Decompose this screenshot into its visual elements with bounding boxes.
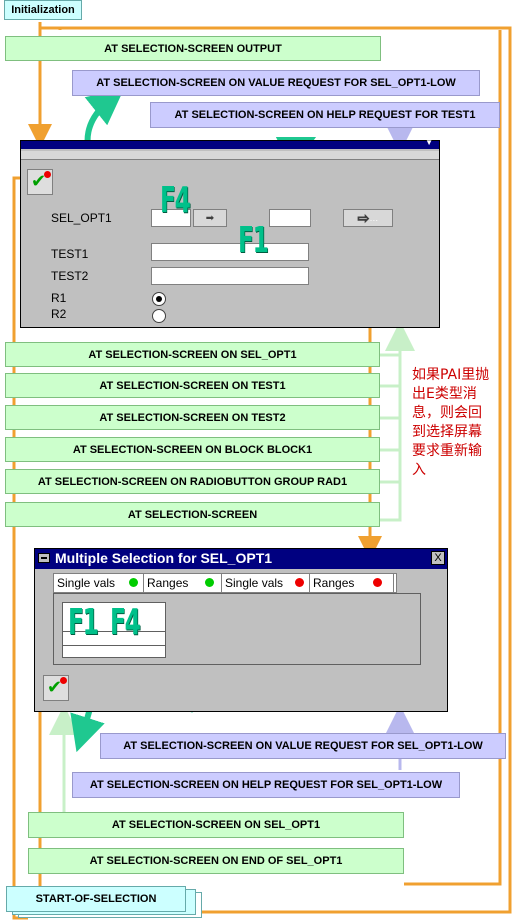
- ms-on-end-box: AT SELECTION-SCREEN ON END OF SEL_OPT1: [28, 848, 404, 874]
- value-row-input[interactable]: [63, 617, 165, 631]
- r2-label: R2: [51, 307, 67, 321]
- execute-check-icon: ✔: [47, 677, 63, 697]
- multi-dots-icon: …: [369, 213, 379, 223]
- start-of-selection-event: START-OF-SELECTION: [6, 886, 186, 912]
- sel-opt1-high-input[interactable]: [269, 209, 311, 227]
- tab-content-panel: [53, 593, 421, 665]
- value-request-event-box: AT SELECTION-SCREEN ON VALUE REQUEST FOR…: [72, 70, 480, 96]
- values-table: [62, 602, 166, 658]
- multiple-selection-window: Multiple Selection for SEL_OPT1 X Single…: [34, 548, 448, 712]
- initialization-event: Initialization: [4, 0, 82, 20]
- green-status-icon: [205, 578, 214, 587]
- note-line: 息，则会回: [412, 405, 482, 421]
- test2-input[interactable]: [151, 267, 309, 285]
- tab-ranges-incl[interactable]: Ranges: [144, 574, 222, 592]
- execute-check-icon: ✔: [31, 171, 47, 191]
- selection-screen-window: ▼ ✔ SEL_OPT1 ➡ ⇨ … TEST1 TEST2 R1 R2: [20, 138, 440, 328]
- test1-input[interactable]: [151, 243, 309, 261]
- f1-key-label: F1: [238, 220, 269, 261]
- radio-selected-dot: [156, 296, 162, 302]
- r2-radio[interactable]: [152, 309, 166, 323]
- tab-label: Ranges: [147, 576, 189, 590]
- note-line: 入: [412, 462, 426, 478]
- note-line: 出E类型消: [412, 386, 477, 402]
- green-flow-lines: [49, 321, 415, 812]
- note-line: 如果PAI里抛: [412, 367, 490, 383]
- multi-arrow-icon: ⇨: [357, 209, 370, 226]
- green-status-icon: [129, 578, 138, 587]
- tab-label: Single vals: [57, 576, 116, 590]
- test2-label: TEST2: [51, 269, 89, 283]
- tab-single-vals-excl[interactable]: Single vals: [222, 574, 310, 592]
- red-status-icon: [295, 578, 304, 587]
- multi-titlebar: Multiple Selection for SEL_OPT1 X: [35, 549, 447, 569]
- menu-strip: [21, 151, 439, 160]
- execute-dot-icon: [44, 171, 51, 178]
- error-message-note: 如果PAI里抛 出E类型消 息，则会回 到选择屏幕 要求重新输 入: [412, 366, 512, 480]
- r1-label: R1: [51, 291, 67, 305]
- ms-f4-key-label: F4: [110, 602, 141, 643]
- pai-event-screen: AT SELECTION-SCREEN: [5, 502, 380, 527]
- ms-help-request-box: AT SELECTION-SCREEN ON HELP REQUEST FOR …: [72, 772, 460, 798]
- sel-opt1-low-input[interactable]: [151, 209, 191, 227]
- help-request-event-box: AT SELECTION-SCREEN ON HELP REQUEST FOR …: [150, 102, 500, 128]
- test1-label: TEST1: [51, 247, 89, 261]
- pai-event-test2: AT SELECTION-SCREEN ON TEST2: [5, 405, 380, 430]
- tab-strip: Single vals Ranges Single vals Ranges: [53, 573, 397, 593]
- r1-radio[interactable]: [152, 292, 166, 306]
- red-status-icon: [373, 578, 382, 587]
- execute-dot-icon: [60, 677, 67, 684]
- sel-opt1-label: SEL_OPT1: [51, 211, 112, 225]
- tab-single-vals-incl[interactable]: Single vals: [54, 574, 144, 592]
- note-line: 要求重新输: [412, 443, 482, 459]
- note-line: 到选择屏幕: [412, 424, 482, 440]
- execute-button[interactable]: ✔: [27, 169, 53, 195]
- tab-label: Single vals: [225, 576, 284, 590]
- value-help-button[interactable]: ➡: [193, 209, 227, 227]
- titlebar-dropdown-icon[interactable]: ▼: [425, 138, 433, 147]
- multi-execute-button[interactable]: ✔: [43, 675, 69, 701]
- pai-event-block1: AT SELECTION-SCREEN ON BLOCK BLOCK1: [5, 437, 380, 462]
- ms-on-sel-opt1-box: AT SELECTION-SCREEN ON SEL_OPT1: [28, 812, 404, 838]
- pai-event-rad1: AT SELECTION-SCREEN ON RADIOBUTTON GROUP…: [5, 469, 380, 494]
- ms-f1-key-label: F1: [68, 602, 99, 643]
- pai-event-sel-opt1: AT SELECTION-SCREEN ON SEL_OPT1: [5, 342, 380, 367]
- system-menu-icon[interactable]: [38, 553, 50, 563]
- f4-key-label: F4: [160, 180, 191, 221]
- multi-window-title: Multiple Selection for SEL_OPT1: [55, 550, 273, 566]
- tab-ranges-excl[interactable]: Ranges: [310, 574, 394, 592]
- multiple-selection-button[interactable]: ⇨ …: [343, 209, 393, 227]
- close-button[interactable]: X: [431, 551, 445, 565]
- pai-event-test1: AT SELECTION-SCREEN ON TEST1: [5, 373, 380, 398]
- selection-screen-titlebar: ▼: [21, 138, 439, 149]
- tab-label: Ranges: [313, 576, 355, 590]
- ms-value-request-box: AT SELECTION-SCREEN ON VALUE REQUEST FOR…: [100, 733, 506, 759]
- arrow-right-icon: ➡: [205, 212, 215, 224]
- pbo-event-box: AT SELECTION-SCREEN OUTPUT: [5, 36, 381, 61]
